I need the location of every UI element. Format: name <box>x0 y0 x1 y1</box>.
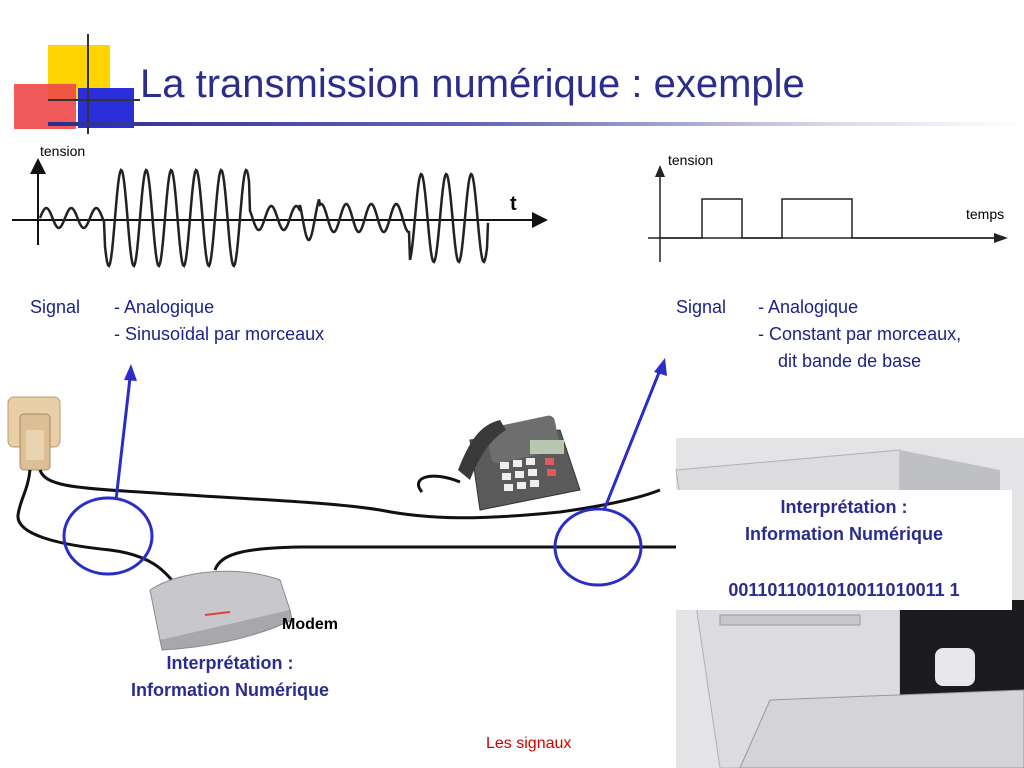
left-chart-y-label: tension <box>40 143 86 159</box>
left-signal-line2: - Sinusoïdal par morceaux <box>114 324 325 344</box>
computer-bit-stream: 0011011001010011010011 1 <box>728 580 960 600</box>
phone-icon <box>458 415 581 511</box>
page-title: La transmission numérique : exemple <box>140 62 805 106</box>
wall-socket-icon <box>7 396 61 471</box>
computer-interpretation-text: Information Numérique <box>744 524 943 544</box>
square-wave-plot <box>648 165 1008 262</box>
left-chart-x-label: t <box>510 193 517 215</box>
sine-wave-plot <box>12 158 548 268</box>
annotations <box>62 369 662 587</box>
left-signal-label: Signal <box>30 297 81 317</box>
computer-interpretation-title: Interprétation : <box>780 497 908 517</box>
right-signal-line1: - Analogique <box>758 297 859 317</box>
left-signal-line1: - Analogique <box>114 297 215 317</box>
modem-label: Modem <box>282 616 338 633</box>
slide-footer: Les signaux <box>486 735 572 752</box>
title-underline <box>48 122 1024 126</box>
modem-icon <box>149 570 293 651</box>
cables <box>16 469 690 589</box>
logo-squares <box>14 34 140 134</box>
right-chart-y-label: tension <box>668 152 714 168</box>
right-signal-line3: dit bande de base <box>778 351 922 371</box>
right-chart-x-label: temps <box>966 206 1005 222</box>
computer-info-panel <box>676 490 1012 610</box>
modem-interpretation-title: Interprétation : <box>166 653 294 673</box>
annotation-arrowheads <box>124 358 667 381</box>
right-signal-line2: - Constant par morceaux, <box>758 324 962 344</box>
modem-interpretation-text: Information Numérique <box>130 680 329 700</box>
right-signal-label: Signal <box>676 297 727 317</box>
